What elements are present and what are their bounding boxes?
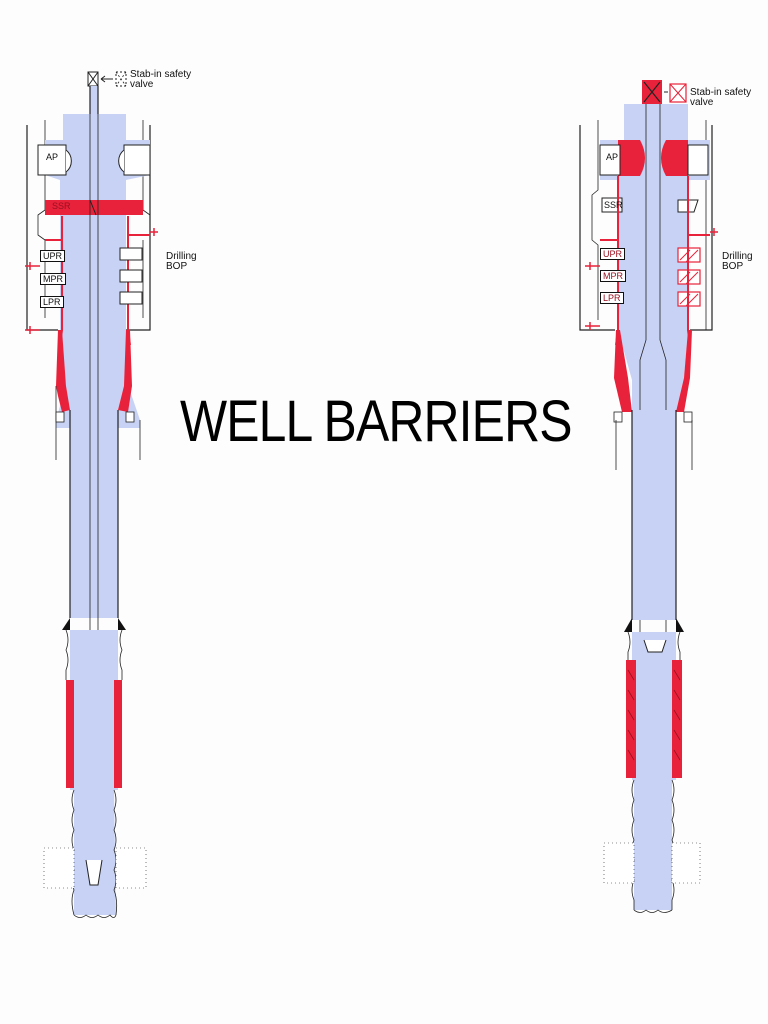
right-ram-ap: AP [606, 152, 619, 162]
right-stab-in-valve-label: Stab-in safety valve [690, 87, 752, 108]
left-ram-ap: AP [46, 152, 59, 162]
right-ram-mpr: MPR [600, 270, 626, 282]
left-ram-lpr: LPR [40, 296, 64, 308]
left-ram-mpr: MPR [40, 273, 66, 285]
left-ssr-ram [45, 200, 143, 215]
slide-title: WELL BARRIERS [180, 389, 573, 454]
left-stab-in-valve-label: Stab-in safety valve [130, 69, 192, 90]
right-ram-upr: UPR [600, 248, 626, 260]
left-ram-ssr: SSR [52, 201, 71, 211]
right-ram-ssr: SSR [604, 200, 623, 210]
left-drilling-bop-label: Drilling BOP [166, 251, 197, 272]
right-drilling-bop-label: Drilling BOP [722, 251, 753, 272]
left-ram-upr: UPR [40, 250, 66, 262]
right-ram-lpr: LPR [600, 292, 624, 304]
